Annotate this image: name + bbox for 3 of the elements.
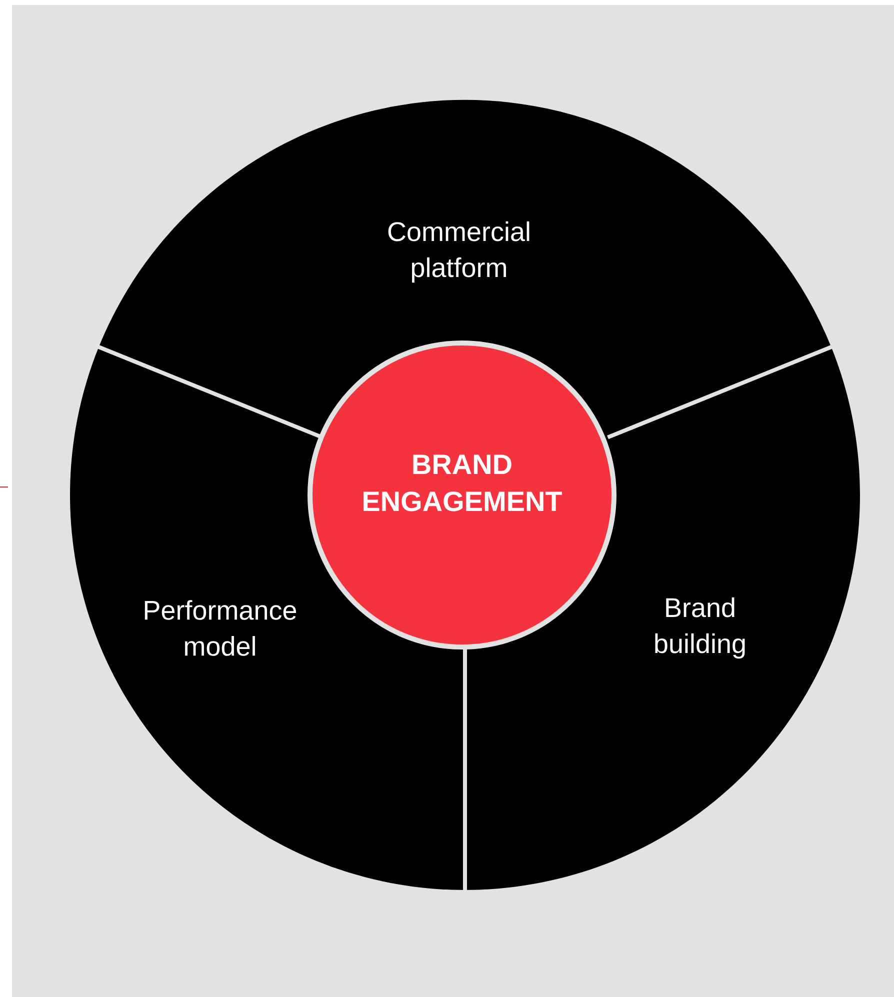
node-label: Performance model [144,600,296,656]
node-label: Commercial platform [388,221,530,283]
node-label: Brand building [655,597,745,659]
